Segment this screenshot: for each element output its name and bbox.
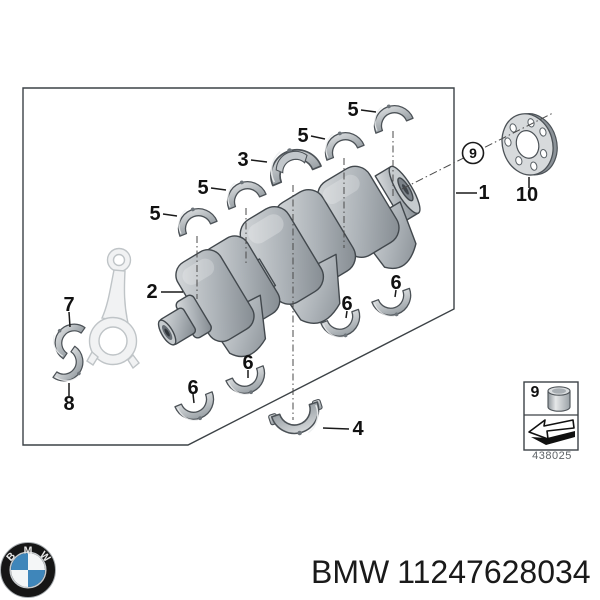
main-bearing-shell-upper [367,97,414,134]
brand-name: BMW [311,554,390,590]
callout-6: 6 [242,352,254,374]
installation-direction-arrow-icon [528,419,575,445]
logo-letter: M [24,545,33,557]
bushing-icon [547,386,571,412]
connecting-rod-illustration [86,247,140,370]
thrust-bearing-shell-lower [268,398,327,443]
logo-quadrant-white [28,553,45,570]
logo-quadrant-blue [11,553,28,570]
callout-6: 6 [390,272,402,294]
callout-leader-lines [68,109,530,430]
callout-circle-9 [461,141,485,165]
legend-box [523,381,579,451]
callout-6: 6 [341,293,353,315]
callout-4: 4 [352,418,364,440]
callout-6: 6 [187,377,199,399]
main-bearing-shell-upper [220,173,267,210]
callout-5: 5 [297,125,309,147]
callout-5: 5 [149,203,161,225]
bmw-logo: B M W [0,542,56,598]
logo-quadrant-blue [28,570,45,587]
spacer-ring-illustration [501,113,558,176]
main-bearing-shell-upper [171,200,218,237]
crankshaft-illustration [157,165,421,358]
callout-8: 8 [63,393,75,415]
part-number: 11247628034 [397,554,591,590]
callout-2: 2 [146,281,158,303]
legend-ref-label: 9 [530,384,540,401]
callout-10: 10 [515,184,539,206]
assembly-center-lines [196,131,394,420]
callout-1: 1 [478,182,490,204]
callout-5: 5 [347,99,359,121]
logo-quadrant-white [11,570,28,587]
legend-code-label: 438025 [532,450,572,462]
diagram-frame [22,87,455,446]
callout-9: 9 [469,145,477,161]
callout-7: 7 [63,294,75,316]
main-bearing-shell-upper [318,124,365,161]
callout-5: 5 [197,177,209,199]
thrust-bearing-shell-upper [261,138,322,187]
callout-3: 3 [237,149,249,171]
